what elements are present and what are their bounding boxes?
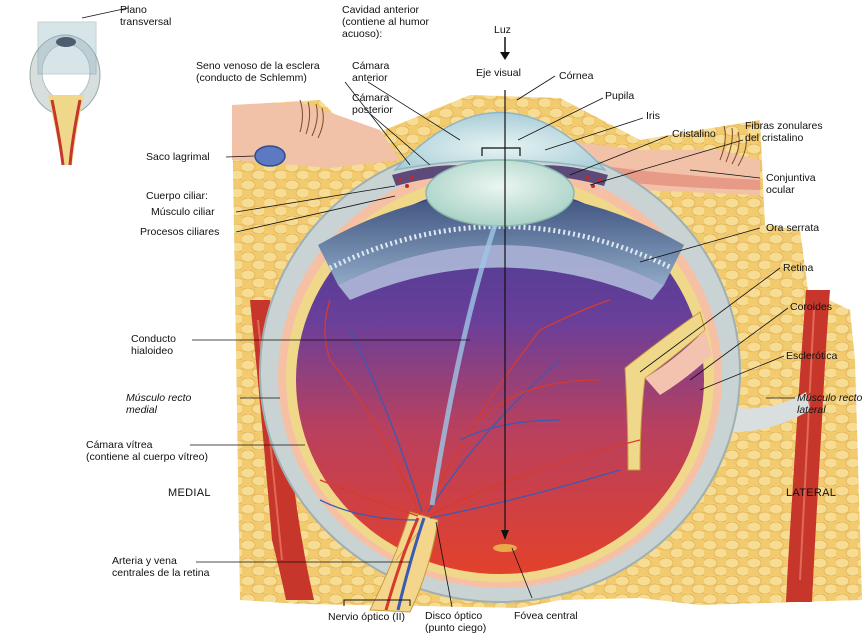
label-camara-vitrea: Cámara vítrea(contiene al cuerpo vítreo) [86,439,208,463]
retinal-vessels [319,299,641,521]
label-disco-optico: Disco óptico(punto ciego) [425,610,487,634]
label-retina: Retina [783,262,814,274]
lens [425,159,575,227]
hyaloid-canal [429,224,498,506]
ciliary-pale-band [338,245,664,300]
label-iris: Iris [646,110,660,122]
light-arrow-head [500,52,510,60]
ciliary-muscle-dots [398,176,602,188]
label-pupila: Pupila [605,90,635,102]
lacrimal-sac [254,145,286,167]
label-ora-serrata: Ora serrata [766,222,820,234]
eyelashes-left [299,99,324,139]
label-esclerotica: Esclerótica [786,350,838,362]
vitreous-body [296,186,704,574]
ciliary-processes [318,192,684,285]
label-fovea-central: Fóvea central [514,610,578,622]
label-medial: MEDIAL [168,487,211,499]
label-lateral: LATERAL [786,487,837,499]
choroid-fold [645,330,712,395]
label-procesos-ciliares: Procesos ciliares [140,226,220,238]
leader-lines [81,7,795,608]
label-saco-lagrimal: Saco lagrimal [146,151,210,163]
pupil-bracket [481,147,521,156]
label-nervio-optico: Nervio óptico (II) [328,611,406,623]
label-cornea: Córnea [559,70,594,82]
cornea [392,111,608,172]
inset-transverse-plane [29,21,101,166]
label-seno-venoso: Seno venoso de la esclera(conducto de Sc… [196,60,320,84]
label-cristalino: Cristalino [672,128,716,140]
label-eje-visual: Eje visual [476,67,521,79]
lateral-rectus-muscle [786,290,830,602]
label-luz: Luz [494,24,511,36]
label-musculo-ciliar: Músculo ciliar [151,206,215,218]
fovea [493,544,517,552]
label-coroides: Coroides [790,301,833,313]
retina-fold [624,311,706,471]
label-cuerpo-ciliar: Cuerpo ciliar: [146,190,208,202]
optic-nerve-bracket [343,599,411,606]
eyelashes-right [719,125,747,167]
